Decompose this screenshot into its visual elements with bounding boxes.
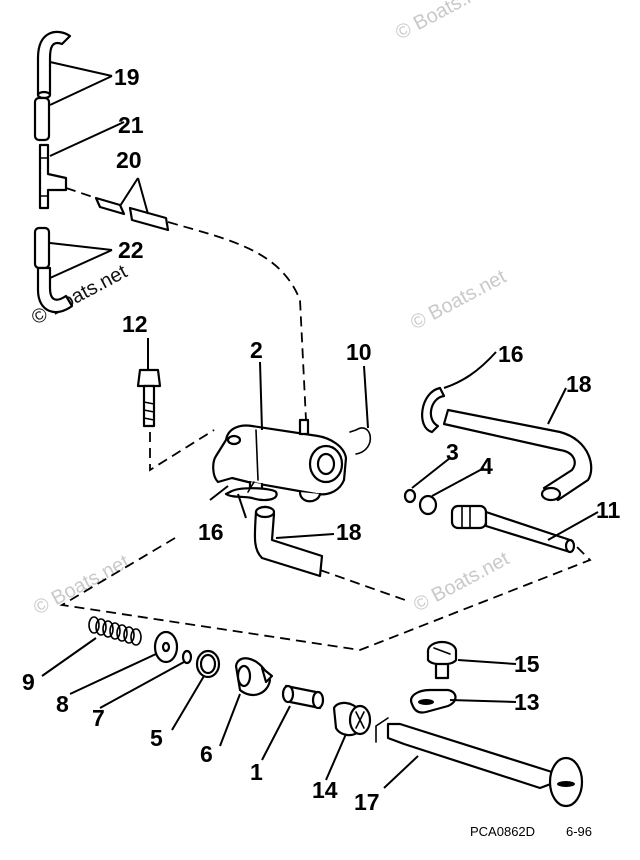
part-16-spring-clip-lower <box>224 481 278 502</box>
callout-16-upper: 16 <box>498 341 524 367</box>
callout-11: 11 <box>596 497 621 523</box>
part-11-shaft <box>450 504 576 554</box>
callout-5: 5 <box>150 725 163 751</box>
part-10-clip <box>349 427 372 455</box>
callout-18-lower: 18 <box>336 519 362 545</box>
callout-14: 14 <box>312 777 338 803</box>
callout-17: 17 <box>354 789 380 815</box>
footer: PCA0862D 6-96 <box>470 824 592 839</box>
watermark-lower-right: © Boats.net <box>410 548 513 617</box>
callout-20: 20 <box>116 147 142 173</box>
callout-19: 19 <box>114 64 140 90</box>
part-22-hoses <box>33 226 74 314</box>
callout-15: 15 <box>514 651 540 677</box>
callout-8: 8 <box>56 691 69 717</box>
part-15-screw <box>426 640 458 680</box>
callout-13: 13 <box>514 689 540 715</box>
callout-1: 1 <box>250 759 263 785</box>
callout-numbers: 19 21 20 22 12 2 10 16 18 3 4 11 16 18 1… <box>22 64 621 815</box>
callout-16-lower: 16 <box>198 519 224 545</box>
part-14-bushing <box>332 701 372 737</box>
footer-drawing-code: PCA0862D <box>470 824 535 839</box>
part-5-o-ring <box>195 649 221 679</box>
part-20-short-hoses <box>94 196 170 232</box>
callout-21: 21 <box>118 112 144 138</box>
part-12-bolt <box>136 368 162 428</box>
part-19-hoses <box>33 30 72 142</box>
parts-3-4-o-rings <box>403 488 438 516</box>
part-6-cam <box>234 657 274 697</box>
callout-3: 3 <box>446 439 459 465</box>
assembly-dashed-lines <box>59 187 592 651</box>
part-18-hose-lower <box>253 505 324 578</box>
callout-4: 4 <box>480 453 493 479</box>
part-8-washer <box>153 630 179 664</box>
callout-7: 7 <box>92 705 105 731</box>
part-18-hose-upper <box>442 408 593 502</box>
footer-date: 6-96 <box>566 824 592 839</box>
callout-22: 22 <box>118 237 144 263</box>
callout-6: 6 <box>200 741 213 767</box>
watermark-lower-left: © Boats.net <box>30 551 133 620</box>
callout-12: 12 <box>122 311 148 337</box>
part-21-tee-fitting <box>38 143 68 210</box>
part-2-housing <box>212 418 348 503</box>
callout-10: 10 <box>346 339 372 365</box>
part-13-plate <box>410 688 457 714</box>
callout-9: 9 <box>22 669 35 695</box>
watermark-top-right: © Boats.net <box>392 0 495 44</box>
leader-lines <box>41 61 599 789</box>
part-17-lever <box>375 717 584 808</box>
part-1-pin <box>281 684 325 710</box>
callout-18-upper: 18 <box>566 371 592 397</box>
part-7-small-ring <box>181 649 193 665</box>
callout-2: 2 <box>250 337 263 363</box>
watermark-mid-right: © Boats.net <box>407 266 510 335</box>
part-16-snap-ring-upper <box>421 386 446 434</box>
part-9-spring <box>88 616 142 646</box>
